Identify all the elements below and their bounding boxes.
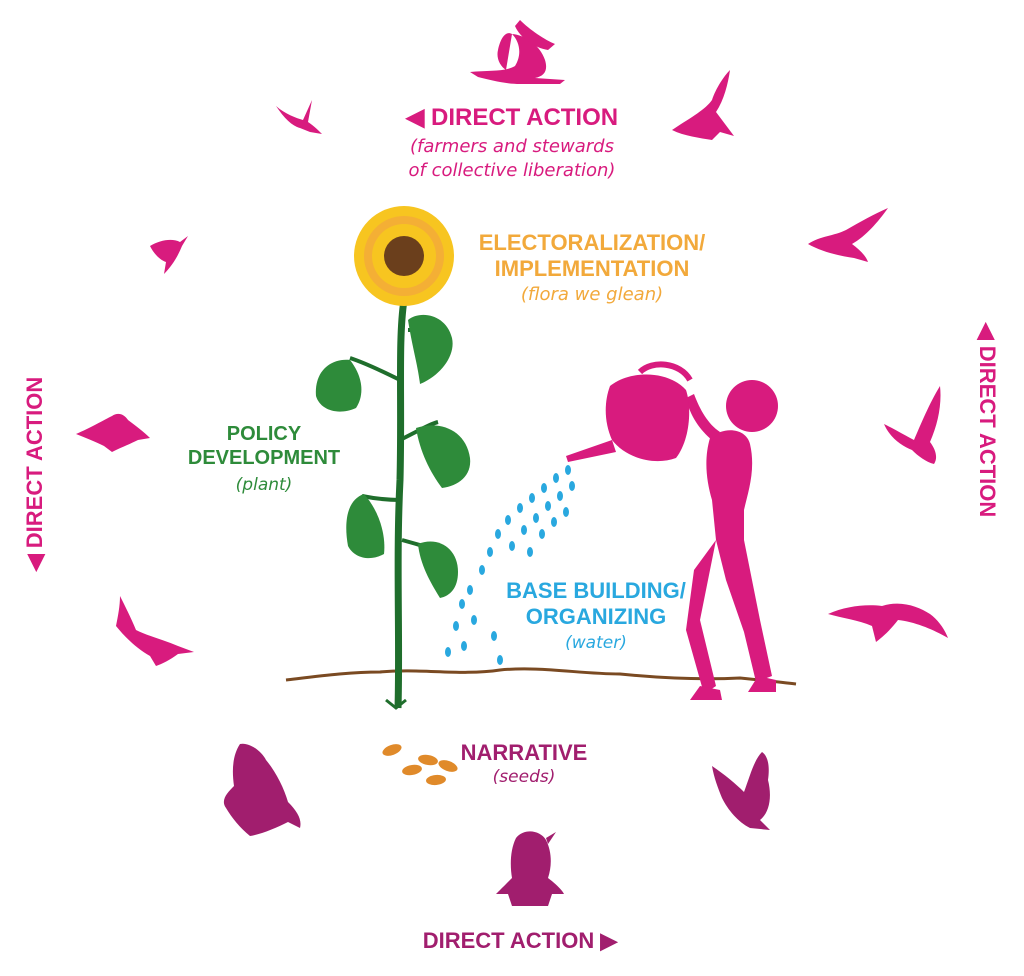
top-direct-action-subtitle-line1: (farmers and stewards [410, 136, 614, 157]
pelican-icon [223, 743, 301, 836]
policy-subtitle: (plant) [236, 475, 293, 495]
policy-title-line1: POLICY [227, 423, 302, 445]
goose-icon [712, 752, 770, 830]
electoralization-title-line1: ELECTORALIZATION/ [479, 230, 706, 255]
narrative-subtitle: (seeds) [493, 767, 556, 787]
penguin-icon [496, 831, 564, 906]
kestrel-icon [76, 413, 150, 452]
albatross-icon [828, 603, 948, 642]
watering-can-icon [566, 361, 693, 462]
base-building-title-line2: ORGANIZING [526, 604, 667, 629]
soil-line-icon [285, 667, 797, 686]
base-building-title-line1: BASE BUILDING/ [506, 578, 686, 603]
hummingbird-icon [150, 236, 188, 274]
base-building-subtitle: (water) [565, 633, 627, 653]
electoralization-title-line2: IMPLEMENTATION [495, 256, 690, 281]
heron-icon [470, 20, 565, 84]
swallow-icon [276, 100, 322, 134]
owl-icon [884, 386, 941, 464]
gardener-icon [686, 380, 778, 700]
water-drops-icon [445, 465, 575, 665]
top-direct-action-title: ◀ DIRECT ACTION [405, 104, 618, 131]
sunflower-icon [315, 206, 471, 710]
seeds-icon [382, 744, 458, 786]
egret-icon [116, 596, 194, 666]
narrative-title: NARRATIVE [461, 740, 588, 765]
bottom-direct-action-label: DIRECT ACTION ▶ [423, 928, 619, 953]
hawk-icon [672, 70, 734, 140]
right-direct-action-label: ◀ DIRECT ACTION [975, 322, 1000, 518]
left-direct-action-label: ◀ DIRECT ACTION [22, 377, 47, 573]
top-direct-action-subtitle-line2: of collective liberation) [409, 160, 616, 181]
gull-icon [808, 208, 888, 262]
policy-title-line2: DEVELOPMENT [188, 447, 340, 469]
electoralization-subtitle: (flora we glean) [521, 284, 663, 305]
